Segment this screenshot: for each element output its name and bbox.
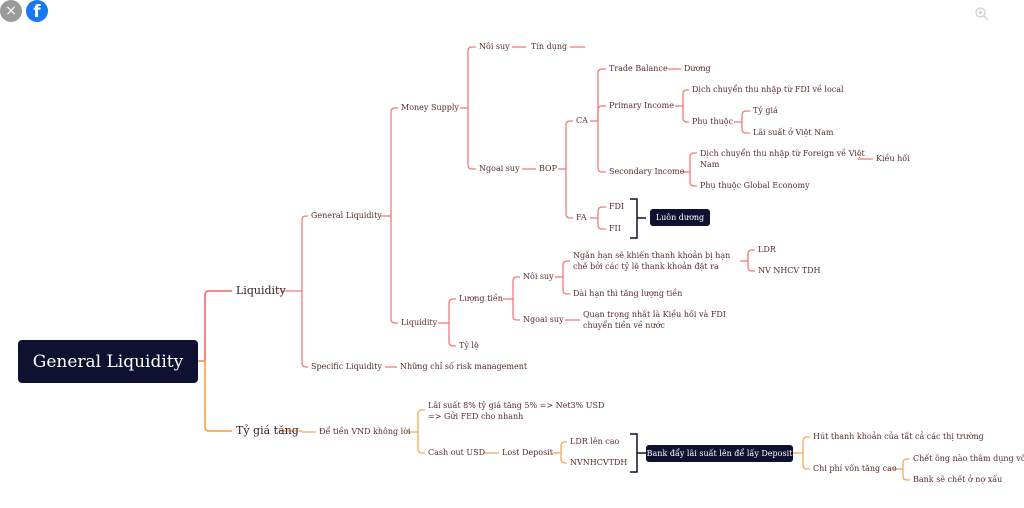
connector: [448, 323, 456, 347]
connector: [689, 172, 697, 187]
connector: [562, 277, 570, 295]
node-foreign-vn[interactable]: Dịch chuyển thu nhập từ Foreign về Việt …: [700, 149, 865, 169]
connector: [467, 46, 476, 108]
node-bank-se-chet[interactable]: Bank sẽ chết ở nợ xấu: [913, 475, 1003, 484]
node-ty-le[interactable]: Tỷ lệ: [459, 341, 479, 350]
node-ldr-len-cao[interactable]: LDR lên cao: [570, 437, 620, 446]
node-primary-income[interactable]: Primary Income: [609, 101, 674, 110]
summary-luon-duong[interactable]: Luôn dương: [650, 209, 710, 226]
node-fdi-local[interactable]: Dịch chuyển thu nhập từ FDI về local: [692, 85, 844, 94]
summary-bank-day-lai-suat[interactable]: Bank đẩy lãi suất lên để lấy Deposit: [646, 445, 793, 462]
node-trade-balance[interactable]: Trade Balance: [609, 64, 668, 73]
connector: [417, 409, 425, 432]
connector: [597, 218, 606, 230]
node-bop[interactable]: BOP: [539, 164, 557, 173]
connector: [417, 432, 425, 454]
connector: [597, 121, 606, 173]
connector: [565, 120, 573, 169]
node-ty-gia[interactable]: Tỷ giá: [753, 106, 778, 115]
node-specific-liquidity[interactable]: Specific Liquidity: [311, 362, 382, 371]
node-fa[interactable]: FA: [576, 213, 587, 222]
node-noi-suy-2[interactable]: Nôi suy: [523, 272, 554, 281]
node-noi-suy[interactable]: Nôi suy: [479, 42, 510, 51]
node-dai-han[interactable]: Dài hạn thì tăng lượng tiền: [573, 289, 683, 298]
connector: [301, 430, 316, 433]
node-lai-suat[interactable]: Lãi suất 8% tỷ giá tăng 5% => Net3% USD …: [428, 401, 605, 421]
node-ngoai-suy[interactable]: Ngoai suy: [479, 164, 520, 173]
node-liquidity[interactable]: Liquidity: [236, 284, 286, 297]
connector: [747, 261, 755, 272]
node-chet-ong-nao[interactable]: Chết ông nào thâm dụng vốn: [913, 454, 1024, 463]
connector: [747, 249, 755, 261]
node-secondary-income[interactable]: Secondary Income: [609, 167, 685, 176]
connector: [682, 106, 689, 123]
node-phu-thuoc[interactable]: Phụ thuộc: [692, 117, 734, 126]
connector: [597, 68, 606, 121]
connector: [467, 108, 476, 170]
node-lai-suat-vn[interactable]: Lãi suất ở Việt Nam: [753, 128, 834, 137]
connector: [560, 441, 567, 453]
node-ngan-han[interactable]: Ngắn hạn sẽ khiến thanh khoản bị hạn chế…: [573, 251, 731, 271]
connector: [630, 198, 646, 239]
close-button[interactable]: ×: [0, 0, 22, 22]
connector: [560, 453, 567, 464]
connector: [301, 291, 308, 368]
connector: [902, 469, 910, 481]
node-kieu-hoi[interactable]: Kiều hối: [876, 154, 910, 163]
connector: [390, 107, 398, 216]
node-tin-dung[interactable]: Tín dụng: [531, 42, 568, 51]
node-hut-thanh-khoan[interactable]: Hút thanh khoản của tất cả các thị trườn…: [813, 432, 984, 441]
connector: [597, 206, 606, 218]
connector: [204, 290, 232, 361]
node-vnd-khong-loi[interactable]: Để tiền VND không lời: [319, 427, 411, 436]
connector: [301, 215, 308, 291]
root-node[interactable]: General Liquidity: [18, 340, 198, 383]
node-fdi[interactable]: FDI: [609, 202, 625, 211]
node-duong[interactable]: Dương: [684, 64, 711, 73]
node-quan-trong[interactable]: Quan trọng nhất là Kiều hối và FDI chuyể…: [583, 310, 726, 330]
node-ca[interactable]: CA: [576, 116, 588, 125]
connector: [448, 298, 456, 323]
connector: [741, 122, 750, 134]
node-money-supply[interactable]: Money Supply: [401, 103, 459, 112]
connector: [689, 152, 697, 172]
node-ty-gia-tang[interactable]: Tỷ giá tăng: [236, 424, 299, 437]
node-cash-out-usd[interactable]: Cash out USD: [428, 448, 486, 457]
node-luong-tien[interactable]: Lượng tiền: [459, 294, 503, 303]
node-nv-nhcv-tdh[interactable]: NV NHCV TDH: [758, 266, 821, 275]
node-general-liquidity[interactable]: General Liquidity: [311, 211, 382, 220]
node-fii[interactable]: FII: [609, 224, 621, 233]
connector: [512, 299, 520, 321]
connector: [204, 361, 232, 432]
node-lost-deposit[interactable]: Lost Deposit: [502, 448, 553, 457]
connector: [902, 458, 910, 469]
node-risk-management[interactable]: Những chỉ số risk management: [400, 362, 528, 371]
node-nvnhcvtdh[interactable]: NVNHCVTDH: [570, 458, 628, 467]
node-global-economy[interactable]: Phụ thuộc Global Economy: [700, 181, 810, 190]
connector: [597, 105, 606, 121]
node-chi-phi-von[interactable]: Chi phí vốn tăng cao: [813, 464, 897, 473]
connector: [390, 216, 398, 324]
connector: [682, 89, 689, 106]
connector: [512, 276, 520, 299]
connector: [562, 260, 570, 277]
zoom-in-icon[interactable]: [975, 7, 989, 21]
node-ldr[interactable]: LDR: [758, 245, 776, 254]
connector: [565, 169, 573, 219]
connector: [741, 110, 750, 122]
facebook-icon[interactable]: f: [26, 0, 48, 22]
node-ngoai-suy-2[interactable]: Ngoai suy: [523, 315, 564, 324]
connector: [802, 436, 810, 453]
node-liquidity-sub[interactable]: Liquidity: [401, 318, 438, 327]
connector: [802, 453, 810, 470]
connector: [630, 433, 646, 473]
